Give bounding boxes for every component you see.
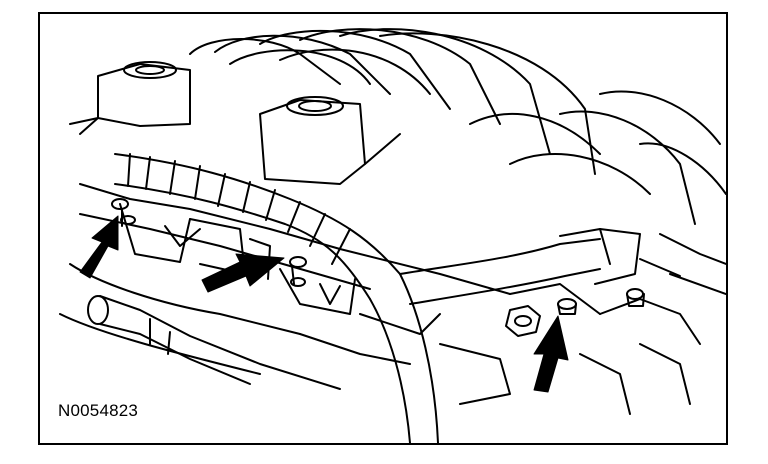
lower-manifold xyxy=(59,183,726,415)
arrow-icon xyxy=(533,315,569,393)
arrow-icon xyxy=(79,215,119,279)
fasteners xyxy=(111,198,645,337)
illustration-frame: N0054823 xyxy=(38,12,728,445)
callout-arrows xyxy=(79,215,569,393)
left-boss xyxy=(69,61,191,135)
wiring-harness xyxy=(114,153,641,443)
center-boss xyxy=(259,96,401,185)
engine-line-drawing xyxy=(59,28,726,443)
intake-runners xyxy=(189,28,726,225)
arrow-icon xyxy=(201,253,285,293)
fuel-line xyxy=(87,295,341,390)
figure-id-label: N0054823 xyxy=(56,401,141,421)
